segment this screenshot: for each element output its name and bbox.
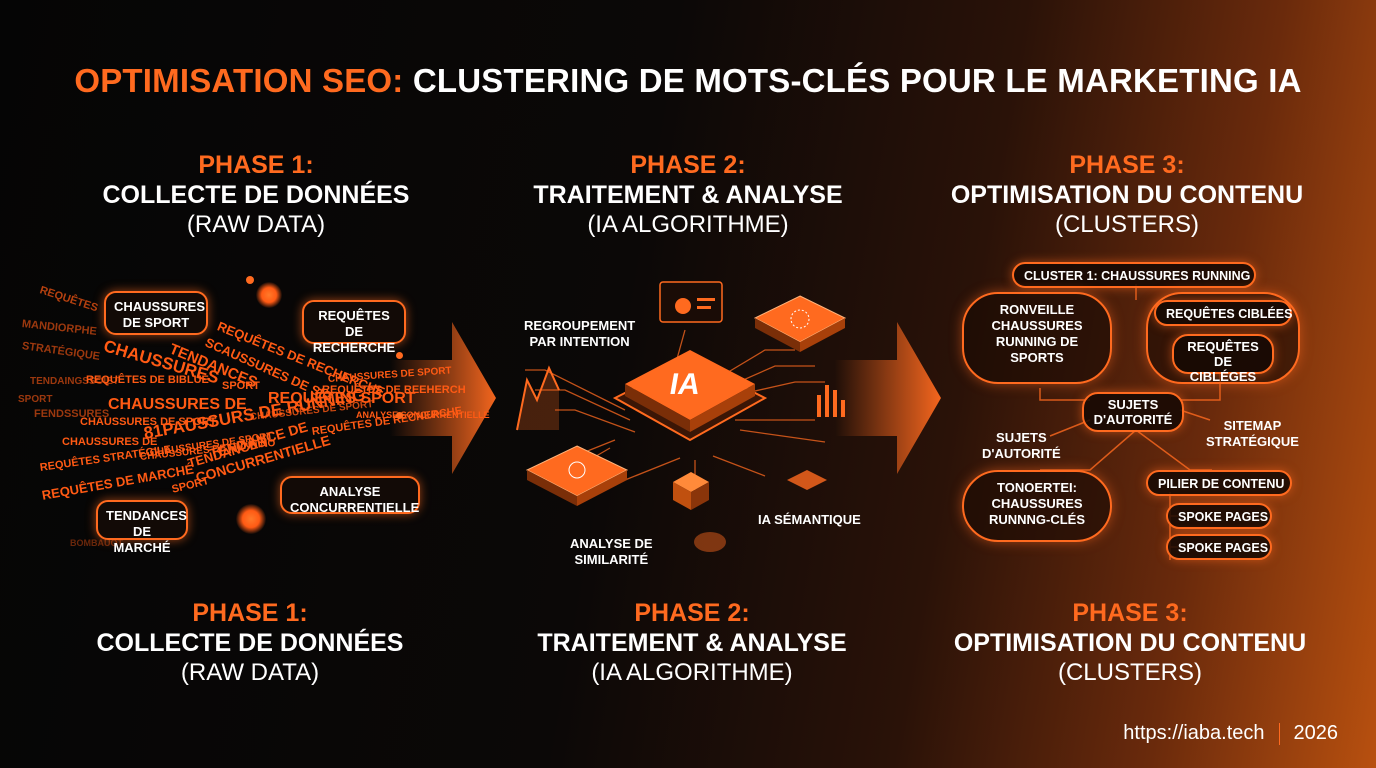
page-title: OPTIMISATION SEO: CLUSTERING DE MOTS-CLÉ… <box>0 62 1376 100</box>
phase-1-name: COLLECTE DE DONNÉES <box>96 629 404 657</box>
scatter-word: FENDSSURES <box>34 408 110 420</box>
scatter-word: MANDIORPHE <box>21 318 98 338</box>
ia-processing-illustration <box>516 281 847 552</box>
arrow-phase-2-to-3 <box>835 322 941 474</box>
pill-sujets-autorite-center-text: SUJETS D'AUTORITÉ <box>1093 397 1173 427</box>
phase-2-header-bottom: PHASE 2: TRAITEMENT & ANALYSE (IA ALGORI… <box>482 598 902 688</box>
phase-1-sub: (RAW DATA) <box>186 211 326 238</box>
phase-3-label: PHASE 3: <box>1072 599 1188 627</box>
scatter-word: BOMBAUOT <box>70 538 123 548</box>
footer-year: 2026 <box>1293 722 1339 744</box>
label-analyse-similarite-text: ANALYSE DE SIMILARITÉ <box>570 536 653 567</box>
label-ia-semantique: IA SÉMANTIQUE <box>758 512 861 527</box>
scatter-word: CHAUSSURES DE <box>62 436 158 448</box>
scatter-word: REQUÊTES DE REEHERCH <box>322 384 466 396</box>
bubble-label: CHAUSSURES DE SPORT <box>114 299 206 330</box>
phase-1-label: PHASE 1: <box>192 599 308 627</box>
phase-2-label: PHASE 2: <box>630 151 746 179</box>
scatter-word: SPORT <box>18 394 53 405</box>
bubble-chaussures-de-sport: CHAUSSURES DE SPORT <box>104 291 208 335</box>
scatter-word: CHAUSSURES DE SPORT <box>80 416 217 428</box>
phase-2-sub: (IA ALGORITHME) <box>591 659 793 686</box>
scatter-word: CHAUSSURES DE <box>108 396 247 413</box>
phase-3-label: PHASE 3: <box>1069 151 1185 179</box>
cluster-node-left-bottom-label: TONOERTEI: CHAUSSURES RUNNNG-CLÉS <box>962 480 1112 528</box>
pill-requetes-de-cibleges-text: REQUÊTES DE CIBLÉGES <box>1187 339 1259 384</box>
phase-3-name: OPTIMISATION DU CONTENU <box>953 629 1307 657</box>
glow-dot <box>256 282 282 308</box>
footer: https://iaba.tech 2026 <box>1123 722 1338 745</box>
scatter-word: REQUÊTES DE BIBLUE <box>86 374 209 386</box>
glow-dot <box>396 352 403 359</box>
phase-1-name: COLLECTE DE DONNÉES <box>102 181 410 209</box>
cluster-title-pill: CLUSTER 1: CHAUSSURES RUNNING <box>1012 262 1256 288</box>
arrow-phase-1-to-2 <box>390 322 496 474</box>
glow-dot <box>396 412 403 419</box>
label-analyse-similarite: ANALYSE DE SIMILARITÉ <box>570 536 653 568</box>
scatter-word: ANALYSE SONCURRENTIELLE <box>356 410 490 420</box>
scatter-word: STRATÉGIQUE <box>21 340 101 363</box>
phase-2-name: TRAITEMENT & ANALYSE <box>537 629 847 657</box>
phase-1-label: PHASE 1: <box>198 151 314 179</box>
phase-2-label: PHASE 2: <box>634 599 750 627</box>
phase-1-sub: (RAW DATA) <box>180 659 320 686</box>
pill-spoke-pages-1: SPOKE PAGES <box>1166 503 1272 529</box>
phase-2-sub: (IA ALGORITHME) <box>587 211 789 238</box>
phase-3-name: OPTIMISATION DU CONTENU <box>950 181 1304 209</box>
label-regroupement: REGROUPEMENT PAR INTENTION <box>524 318 635 350</box>
cluster-node-left-top-label: RONVEILLE CHAUSSURES RUNNING DE SPORTS <box>962 302 1112 366</box>
cluster-node-left-top <box>962 292 1112 384</box>
pill-spoke-pages-2: SPOKE PAGES <box>1166 534 1272 560</box>
bubble-label: ANALYSE CONCURRENTIELLE <box>290 484 420 515</box>
label-sujets-autorite-left-text: SUJETS D'AUTORITÉ <box>982 430 1061 461</box>
label-regroupement-text: REGROUPEMENT PAR INTENTION <box>524 318 636 349</box>
pill-sujets-autorite-center: SUJETS D'AUTORITÉ <box>1082 392 1184 432</box>
pill-requetes-ciblees: REQUÊTES CIBLÉES <box>1154 300 1292 326</box>
phase-3-header-top: PHASE 3: OPTIMISATION DU CONTENU (CLUSTE… <box>917 150 1337 240</box>
label-sujets-autorite-left: SUJETS D'AUTORITÉ <box>982 430 1061 462</box>
scatter-word: SPORT <box>222 380 260 392</box>
pill-pilier-de-contenu: PILIER DE CONTENU <box>1146 470 1292 496</box>
phase-1-header-bottom: PHASE 1: COLLECTE DE DONNÉES (RAW DATA) <box>40 598 460 688</box>
bubble-label: TENDANCES DE MARCHÉ <box>106 508 187 555</box>
title-accent: OPTIMISATION SEO: <box>74 62 404 99</box>
glow-dot <box>236 504 266 534</box>
cluster-node-left-top-text: RONVEILLE CHAUSSURES RUNNING DE SPORTS <box>991 302 1083 365</box>
label-sitemap-strategique: SITEMAP STRATÉGIQUE <box>1206 418 1299 450</box>
bubble-analyse-concurrentielle: ANALYSE CONCURRENTIELLE <box>280 476 420 515</box>
phase-3-sub: (CLUSTERS) <box>1054 211 1199 238</box>
scatter-word: REQUÊTES SPORT <box>268 390 416 407</box>
bubble-requetes-de-recherche: REQUÊTES DE RECHERCHE <box>302 300 406 355</box>
phase-1-header-top: PHASE 1: COLLECTE DE DONNÉES (RAW DATA) <box>46 150 466 240</box>
phase-2-header-top: PHASE 2: TRAITEMENT & ANALYSE (IA ALGORI… <box>478 150 898 240</box>
scatter-word: TENDAINGSSOIET <box>30 376 119 387</box>
bubble-label: REQUÊTES DE RECHERCHE <box>312 308 396 355</box>
title-rest: CLUSTERING DE MOTS-CLÉS POUR LE MARKETIN… <box>412 62 1302 99</box>
phase-3-sub: (CLUSTERS) <box>1057 659 1202 686</box>
ia-chip-label: IA <box>667 368 703 401</box>
pill-requetes-de-cibleges: REQUÊTES DE CIBLÉGES <box>1172 334 1274 384</box>
scatter-word: REQUÊTES <box>38 284 100 315</box>
glow-dot <box>246 276 254 284</box>
phase-3-header-bottom: PHASE 3: OPTIMISATION DU CONTENU (CLUSTE… <box>920 598 1340 688</box>
cluster-node-left-bottom-text: TONOERTEI: CHAUSSURES RUNNNG-CLÉS <box>988 480 1086 527</box>
footer-url[interactable]: https://iaba.tech <box>1123 722 1265 744</box>
cluster-node-left-bottom <box>962 470 1112 542</box>
bubble-tendances-de-marche: TENDANCES DE MARCHÉ <box>96 500 188 555</box>
label-sitemap-strategique-text: SITEMAP STRATÉGIQUE <box>1206 418 1299 449</box>
footer-separator <box>1278 722 1280 745</box>
phase-2-name: TRAITEMENT & ANALYSE <box>533 181 843 209</box>
